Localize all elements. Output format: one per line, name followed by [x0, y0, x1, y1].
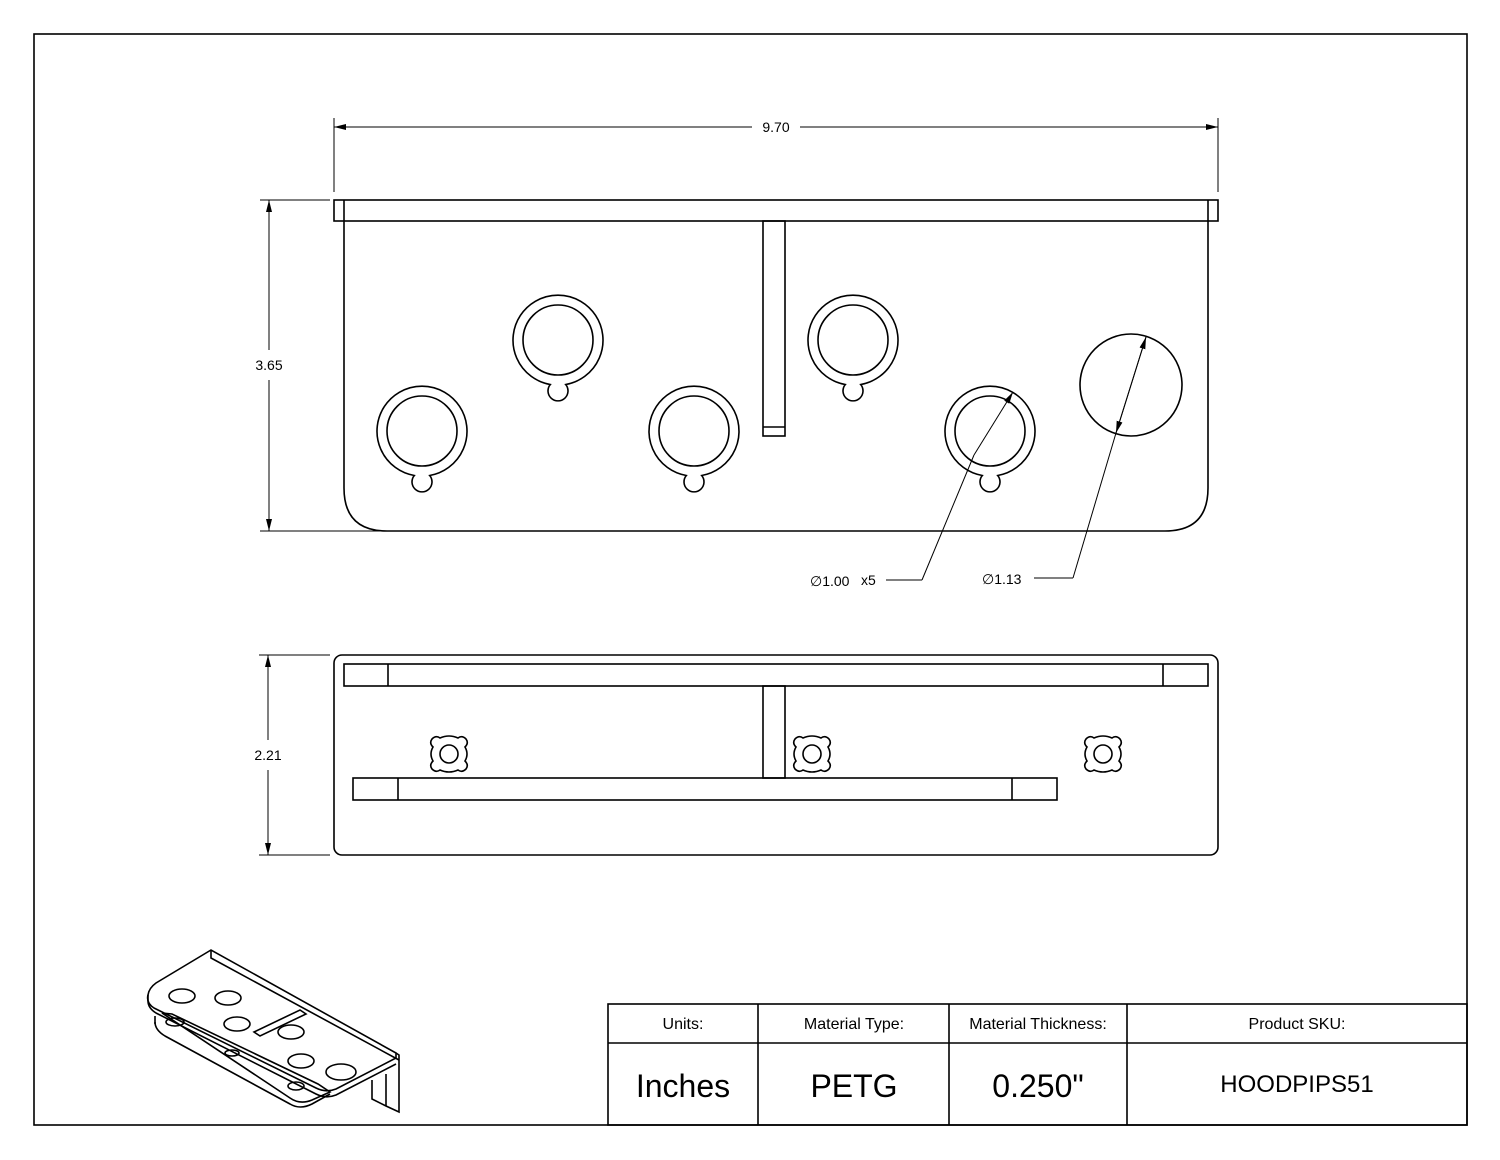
- mounting-nub: [429, 735, 469, 773]
- keyhole-hole: [807, 294, 899, 402]
- bottom-view: [333, 654, 1219, 856]
- keyhole-hole: [376, 385, 468, 493]
- hole-large-label: ∅1.13: [982, 571, 1022, 587]
- mounting-nub: [792, 735, 832, 773]
- center-rib: [762, 220, 786, 437]
- hole-small-label: ∅1.00: [810, 573, 850, 589]
- keyhole-hole: [944, 385, 1036, 493]
- dimension-height-top: 3.65: [255, 199, 384, 532]
- dimension-height-top-label: 3.65: [255, 357, 282, 373]
- top-view: [333, 199, 1219, 532]
- material-label: Material Type:: [804, 1016, 904, 1033]
- title-block: Units: Material Type: Material Thickness…: [607, 1003, 1468, 1126]
- keyhole-hole: [648, 385, 740, 493]
- units-value: Inches: [636, 1068, 730, 1104]
- material-value: PETG: [810, 1068, 897, 1104]
- sheet-border: [33, 33, 1468, 1126]
- units-label: Units:: [663, 1016, 704, 1033]
- top-lip: [333, 199, 1219, 222]
- dimension-width-label: 9.70: [762, 119, 789, 135]
- dimension-width: 9.70: [333, 118, 1219, 192]
- isometric-view: [146, 949, 400, 1114]
- hole-small-qty: x5: [861, 572, 876, 588]
- thickness-value: 0.250": [992, 1068, 1083, 1104]
- thickness-label: Material Thickness:: [969, 1016, 1107, 1033]
- plate-outline: [343, 221, 1209, 532]
- leader-large-hole: ∅1.13: [982, 336, 1147, 587]
- bottom-outline: [333, 654, 1219, 856]
- top-rail: [343, 663, 1209, 687]
- leader-small-hole: ∅1.00 x5: [810, 391, 1014, 589]
- dimension-height-bottom: 2.21: [254, 654, 330, 856]
- sku-value: HOODPIPS51: [1220, 1071, 1373, 1098]
- keyhole-hole: [512, 294, 604, 402]
- mounting-nub: [1083, 735, 1123, 773]
- sku-label: Product SKU:: [1249, 1016, 1346, 1033]
- large-hole: [1079, 333, 1183, 437]
- center-rib-bottom: [762, 685, 786, 779]
- dimension-height-bottom-label: 2.21: [254, 747, 281, 763]
- lower-rail: [352, 777, 1058, 801]
